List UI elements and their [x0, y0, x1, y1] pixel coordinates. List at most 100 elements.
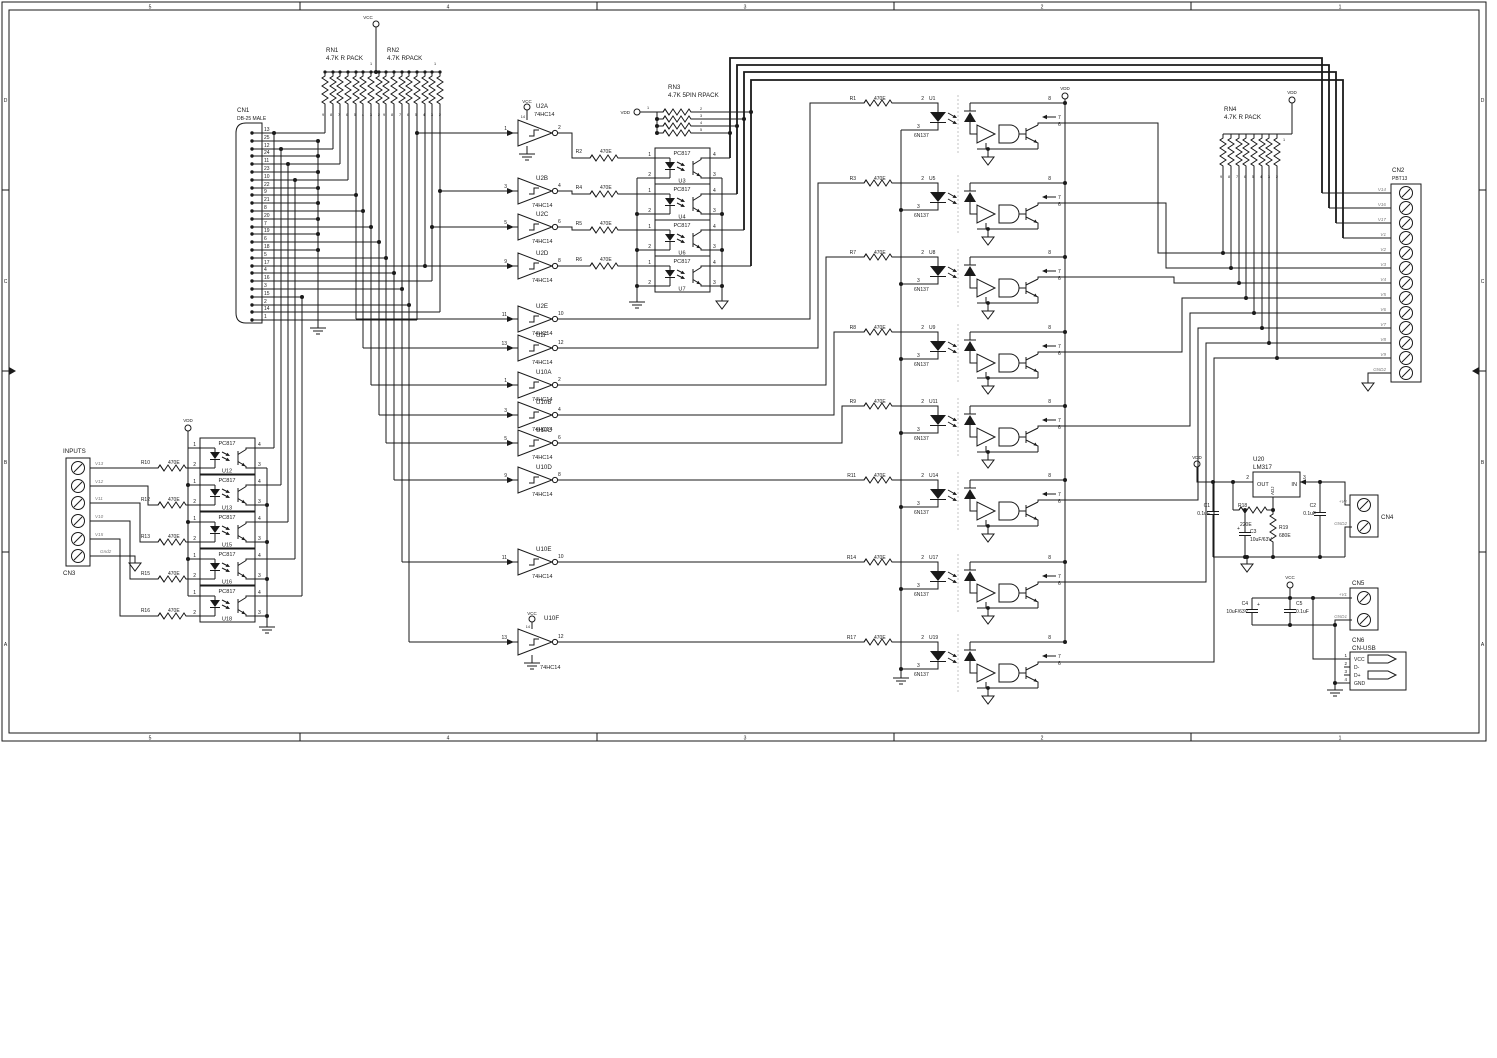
- res-ref: R8: [850, 325, 857, 331]
- reg-in: IN: [1291, 482, 1297, 488]
- cap-ref: C2: [1310, 503, 1317, 509]
- zone-row: D: [1481, 98, 1485, 104]
- res-value: 220E: [1240, 522, 1252, 528]
- res-ref: R11: [847, 473, 856, 479]
- rn1-pin-row: 9 8 7 6 5 4 3 2: [322, 113, 380, 117]
- res-value: 470E: [600, 257, 612, 263]
- zone-col: 4: [447, 5, 450, 11]
- cn1-pin: 23: [264, 166, 270, 172]
- opto-pin: 2: [648, 280, 651, 286]
- opto-pin: 7: [1058, 418, 1061, 424]
- inv-in-pin: 9: [504, 259, 507, 265]
- net-label: V10: [95, 514, 104, 519]
- zone-col: 2: [1041, 736, 1044, 742]
- net-label: GND2: [1334, 521, 1347, 526]
- opto-pin: 7: [1058, 492, 1061, 498]
- inv-in-pin: 13: [501, 635, 507, 641]
- vdd-label: VDD: [183, 418, 193, 423]
- opto-part: PC817: [673, 151, 690, 157]
- n137-rows: VDD R1 470E 2 U1 3 6N137 8 7 6 R3 470E 2…: [562, 86, 1391, 704]
- vcc-label: VCC: [1285, 575, 1295, 580]
- opto-ref: U15: [222, 543, 232, 549]
- opto-pin: 8: [1048, 399, 1051, 405]
- inv-out-pin: 2: [558, 125, 561, 131]
- inv-out-pin: 12: [558, 340, 564, 346]
- inv-out-pin: 6: [558, 435, 561, 441]
- opto-ref: U5: [929, 176, 936, 182]
- cap-ref: C3: [1250, 529, 1257, 535]
- cn6-ref: CN6: [1352, 637, 1365, 644]
- cap-ref: C1: [1204, 503, 1211, 509]
- opto-part: PC817: [218, 589, 235, 595]
- opto-pin: 6: [1058, 581, 1061, 587]
- opto-pin: 3: [258, 462, 261, 468]
- cn6-type: CN-USB: [1352, 645, 1376, 652]
- opto-pin: 4: [258, 553, 261, 559]
- opto-pin: 3: [258, 536, 261, 542]
- inv-part: 74HC14: [532, 331, 553, 337]
- net-label: +V1: [1339, 592, 1348, 597]
- cn1-pin: 19: [264, 228, 270, 234]
- res-ref: R1: [850, 96, 857, 102]
- junction-dots: [186, 70, 1337, 685]
- cn1-pin: 4: [264, 267, 267, 273]
- vcc-label: VCC: [522, 99, 532, 104]
- opto-pin: 1: [193, 479, 196, 485]
- zone-row: B: [1481, 460, 1485, 466]
- inv-ref: U2B: [536, 175, 548, 182]
- inv-in-pin: 5: [504, 220, 507, 226]
- opto-part: 6N137: [914, 133, 929, 139]
- cn4-ref: CN4: [1381, 514, 1394, 521]
- cn6-signal: D+: [1354, 673, 1361, 679]
- zone-row: B: [4, 460, 8, 466]
- inv-out-pin: 4: [558, 183, 561, 189]
- res-value: 470E: [168, 534, 180, 540]
- rn3-ref: RN3: [668, 84, 681, 91]
- rn4-pack: RN4 4.7K R PACK VDD 9 8 7 6 5 4 3 2 1: [1219, 90, 1297, 358]
- reg-out: OUT: [1257, 482, 1269, 488]
- net-label: GND1: [1334, 614, 1347, 619]
- inv-in-pin: 9: [504, 473, 507, 479]
- reg-adj: ADJ: [1270, 486, 1275, 495]
- opto-part: PC817: [673, 223, 690, 229]
- inv-part: 74HC14: [532, 492, 553, 498]
- opto-pin: 2: [921, 176, 924, 182]
- opto-pin: 2: [193, 536, 196, 542]
- status-risers: [252, 133, 303, 597]
- opto-pin: 2: [921, 555, 924, 561]
- cn6-pin: 4: [1344, 677, 1347, 682]
- res-ref: R7: [850, 250, 857, 256]
- inv-out-pin: 4: [558, 407, 561, 413]
- net-label: V6: [1380, 307, 1386, 312]
- opto-pin: 4: [258, 442, 261, 448]
- cn2-ref: CN2: [1392, 167, 1405, 174]
- opto-pin: 3: [258, 610, 261, 616]
- rn2-pin-row: 9 8 7 6 5 4 3 2: [383, 113, 441, 117]
- opto-part: PC817: [673, 187, 690, 193]
- opto-pin: 8: [1048, 555, 1051, 561]
- cn2-type: PBT13: [1392, 176, 1408, 182]
- opto-pin: 1: [193, 442, 196, 448]
- rn3-pin: 3: [700, 114, 702, 118]
- rn1-rn2-packs: RN1 4.7K R PACK RN2 4.7K RPACK 1 1 VCC 9…: [321, 15, 512, 643]
- inv-out-pin: 10: [558, 311, 564, 317]
- cap-value: 10uF/63V: [1250, 537, 1272, 543]
- opto-part: 6N137: [914, 436, 929, 442]
- inv-in-pin: 13: [501, 341, 507, 347]
- net-label: GND2: [1373, 367, 1386, 372]
- opto-pin: 2: [648, 244, 651, 250]
- inv-part: 74HC14: [534, 112, 555, 118]
- opto-pin: 2: [921, 473, 924, 479]
- cn1-ref: CN1: [237, 107, 250, 114]
- regulator-section: U20 LM317 OUT IN ADJ 2 3 VDD C1 0.1uF R1…: [1192, 455, 1394, 573]
- opto-pin: 6: [1058, 351, 1061, 357]
- cap-ref: C4: [1242, 601, 1249, 607]
- res-value: 470E: [600, 149, 612, 155]
- rn4-pin1: 1: [1283, 138, 1285, 142]
- opto-ref: U18: [222, 617, 232, 623]
- inv-ref: U10F: [544, 615, 559, 622]
- opto-pin: 7: [1058, 269, 1061, 275]
- opto-pin: 8: [1048, 176, 1051, 182]
